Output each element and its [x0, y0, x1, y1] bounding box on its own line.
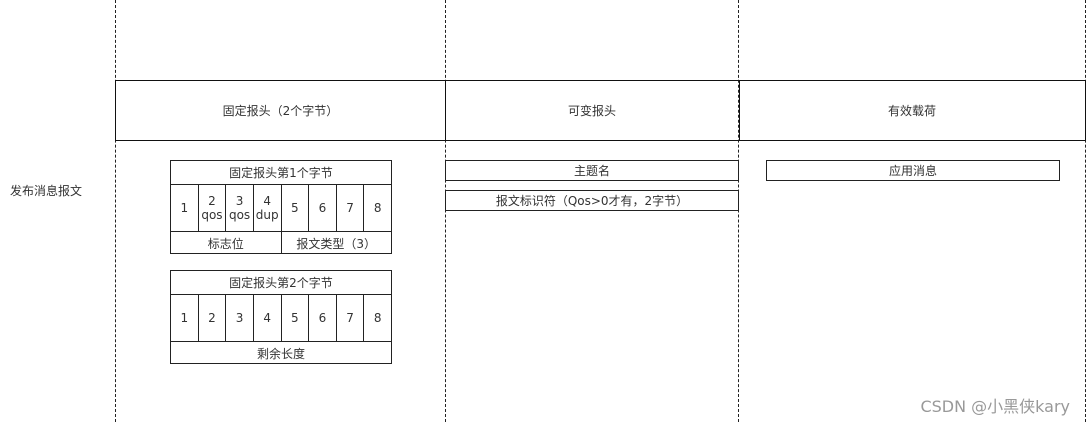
watermark: CSDN @小黑侠kary: [920, 397, 1070, 416]
bit-cell: 1: [171, 185, 199, 231]
bit-cell: 3: [226, 295, 254, 341]
byte1-title: 固定报头第1个字节: [171, 161, 391, 185]
bit-cell: 2: [199, 295, 227, 341]
bit-cell: 8: [373, 311, 382, 325]
row-label: 发布消息报文: [10, 184, 83, 198]
topic-name-box: 主题名: [445, 160, 739, 181]
bit-cell: 8: [373, 201, 382, 215]
lane-divider: [1085, 0, 1086, 422]
bit-cell: 5: [282, 185, 310, 231]
bit-cell: 4: [254, 295, 282, 341]
fixed-header-byte2: 固定报头第2个字节 1 2 3 4 5 6 7 8 剩余长度: [170, 270, 392, 364]
app-message-box: 应用消息: [766, 160, 1060, 181]
flags-label: 标志位: [171, 232, 282, 254]
byte2-title: 固定报头第2个字节: [171, 271, 391, 295]
header-fixed: 固定报头（2个字节）: [115, 80, 446, 141]
lane-divider: [115, 0, 116, 422]
bit-cell: 5: [282, 295, 310, 341]
bit-cell: 7: [337, 295, 365, 341]
bit-cell: 6: [309, 185, 337, 231]
remaining-length-label: 剩余长度: [256, 346, 305, 361]
type-label: 报文类型（3）: [296, 236, 377, 251]
lane-divider: [445, 0, 446, 422]
bit-cell: 7: [337, 185, 365, 231]
bit-cell: 6: [309, 295, 337, 341]
bit-cell: 1: [171, 295, 199, 341]
lane-divider: [738, 0, 739, 422]
header-variable: 可变报头: [445, 80, 740, 141]
byte2-bits: 1 2 3 4 5 6 7 8: [171, 295, 391, 342]
packet-id-box: 报文标识符（Qos>0才有，2字节）: [445, 190, 739, 211]
header-payload: 有效载荷: [739, 80, 1086, 141]
